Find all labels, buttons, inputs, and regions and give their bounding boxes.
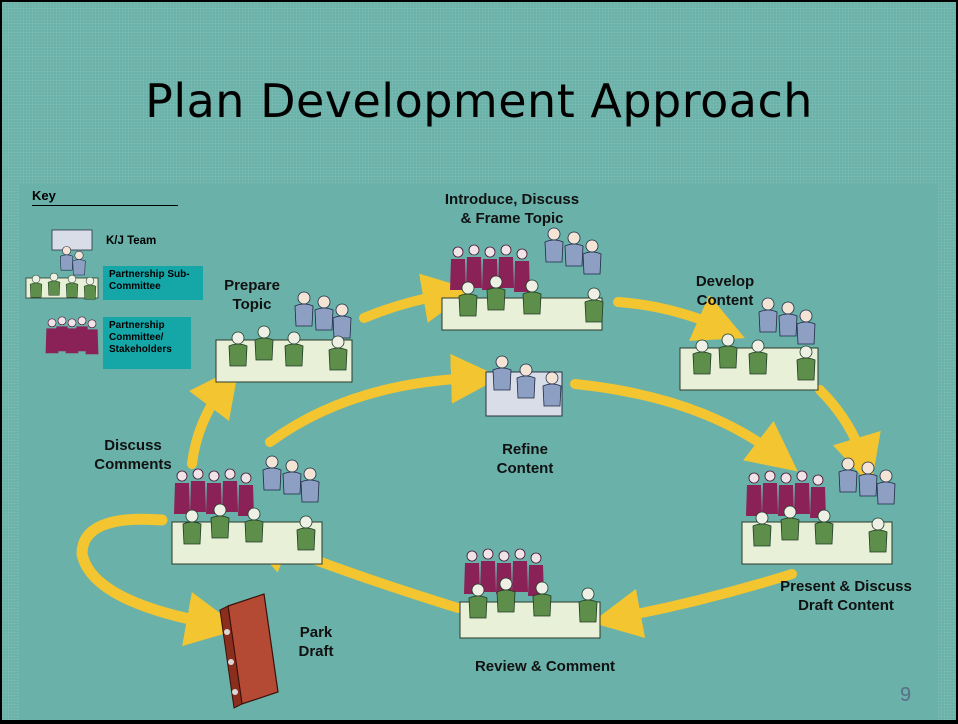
key-label-kj-team: K/J Team (106, 235, 157, 247)
key-heading: Key (32, 188, 56, 203)
review-comment-group (459, 548, 601, 639)
key-label-stakeholders: Partnership Committee/ Stakeholders (103, 317, 191, 369)
key-stakeholders-icon (45, 316, 99, 355)
discuss-comments-group (171, 455, 323, 565)
arrow-present-to-review (591, 569, 797, 639)
label-introduce-topic: Introduce, Discuss & Frame Topic (444, 191, 580, 227)
label-discuss-comments: Discuss Comments (94, 437, 172, 473)
present-discuss-group (741, 457, 896, 565)
arrow-discuss-to-park (76, 513, 242, 647)
arrow-discuss-to-prepare (187, 365, 239, 469)
label-park-draft: Park Draft (298, 624, 334, 660)
develop-content-group (679, 297, 819, 391)
key-kj-team-icon (51, 229, 93, 276)
label-review-comment: Review & Comment (474, 658, 616, 675)
arrow-introduce-to-develop (613, 295, 745, 341)
key-subcommittee-icon (25, 272, 99, 300)
arrow-develop-to-present (815, 385, 881, 486)
binder-icon (219, 593, 279, 709)
arrow-discuss-to-refine (265, 353, 501, 447)
slide-title: Plan Development Approach (145, 74, 813, 128)
prepare-topic-group (215, 291, 353, 383)
label-present-discuss: Present & Discuss Draft Content (780, 578, 912, 614)
arrow-refine-to-present (570, 379, 798, 472)
key-label-subcommittee: Partnership Sub- Committee (103, 266, 203, 300)
key-divider (32, 205, 178, 206)
label-refine-content: Refine Content (496, 441, 554, 477)
label-prepare-topic: Prepare Topic (224, 277, 280, 313)
arrow-prepare-to-introduce (359, 273, 473, 323)
label-develop-content: Develop Content (695, 273, 755, 309)
introduce-topic-group (441, 227, 604, 331)
page-number: 9 (900, 684, 912, 706)
refine-content-group (485, 355, 563, 417)
